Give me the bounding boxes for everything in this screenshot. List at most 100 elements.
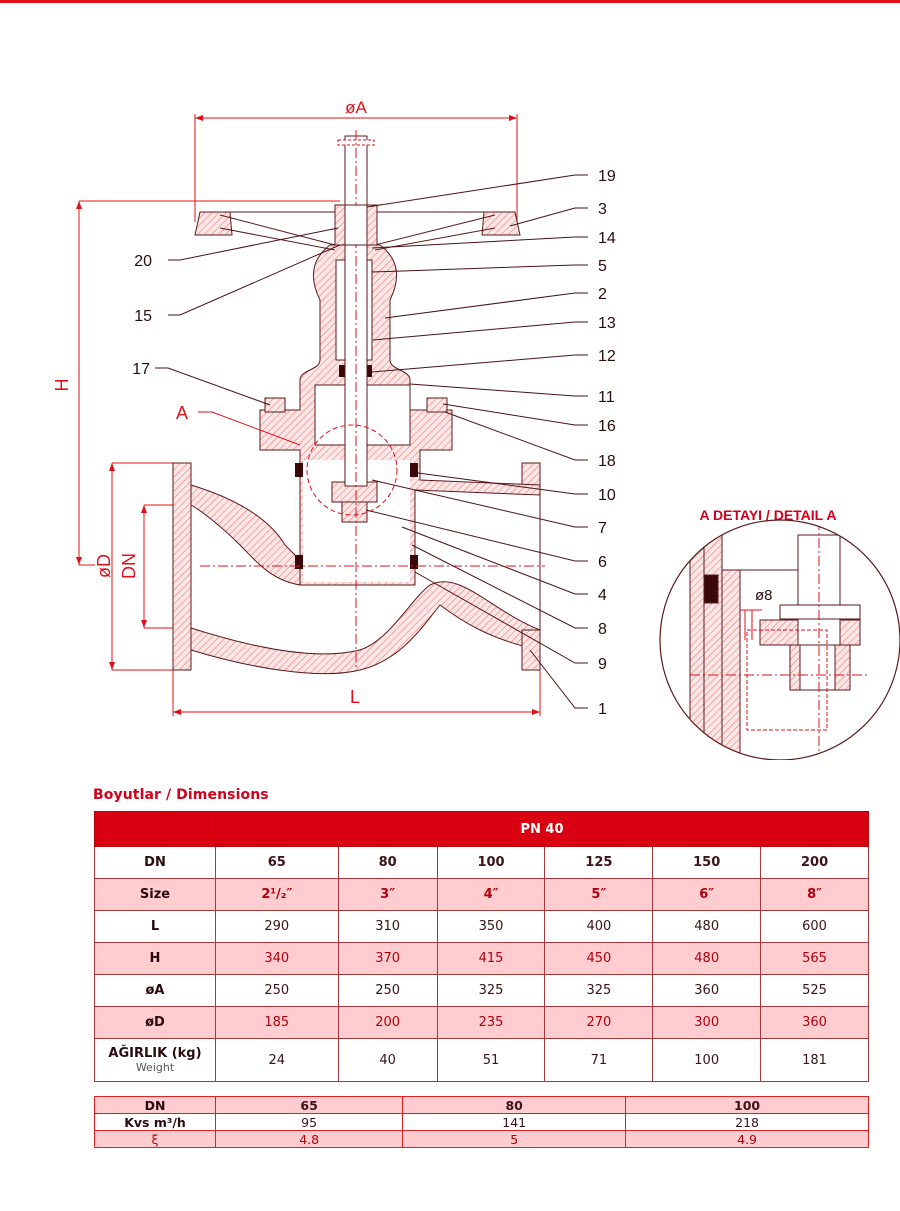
part-number: 3 xyxy=(598,201,607,218)
cell: 270 xyxy=(544,1006,654,1039)
cell: 40 xyxy=(337,1038,438,1082)
detail-callout-circle xyxy=(306,424,398,516)
cell: 80 xyxy=(402,1096,627,1114)
valve-cross-section-drawing: øA H øD DN L xyxy=(52,98,900,760)
part-number: 12 xyxy=(598,348,616,365)
cell: 4.9 xyxy=(625,1130,869,1148)
cell: 290 xyxy=(215,910,339,943)
row-label-weight: AĞIRLIK (kg) Weight xyxy=(94,1038,216,1082)
dim-label-h: H xyxy=(52,379,72,392)
dimensions-table: PN 40 DN 65 80 100 125 150 200 Size 2¹/₂… xyxy=(94,811,869,1082)
part-number: 8 xyxy=(598,621,607,638)
detail-title: A DETAYI / DETAIL A xyxy=(700,507,837,523)
cell: 71 xyxy=(544,1038,654,1082)
cell: 325 xyxy=(544,974,654,1007)
cell: 6″ xyxy=(652,878,762,911)
cell: 565 xyxy=(760,942,869,975)
row-label: Size xyxy=(94,878,216,911)
cell: 80 xyxy=(337,846,438,879)
flow-row-kvs: Kvs m³/h 95 141 218 xyxy=(94,1113,869,1131)
part-number: 13 xyxy=(598,315,616,332)
table-header-row: PN 40 xyxy=(94,811,869,847)
row-label: Kvs m³/h xyxy=(94,1113,216,1131)
part-number: 2 xyxy=(598,286,607,303)
cell: 235 xyxy=(436,1006,546,1039)
part-number: 10 xyxy=(598,487,616,504)
cell: 450 xyxy=(544,942,654,975)
cell: 360 xyxy=(652,974,762,1007)
detail-dim-label: ø8 xyxy=(755,587,773,604)
cell: 181 xyxy=(760,1038,869,1082)
part-numbers-left: 20 15 17 xyxy=(132,253,152,378)
cell: 5 xyxy=(402,1130,627,1148)
cell: 141 xyxy=(402,1113,627,1131)
cell: 250 xyxy=(215,974,339,1007)
dim-h: H xyxy=(52,200,340,566)
cell: 370 xyxy=(337,942,438,975)
part-number: 6 xyxy=(598,554,607,571)
cell: 125 xyxy=(544,846,654,879)
row-label: ξ xyxy=(94,1130,216,1148)
cell: 300 xyxy=(652,1006,762,1039)
row-label: DN xyxy=(94,1096,216,1114)
part-number: 7 xyxy=(598,520,607,537)
cell: 360 xyxy=(760,1006,869,1039)
part-number: 11 xyxy=(598,389,615,406)
detail-a-view xyxy=(660,520,900,760)
cell: 65 xyxy=(215,846,339,879)
cell: 310 xyxy=(337,910,438,943)
cell: 4.8 xyxy=(214,1130,404,1148)
cell: 340 xyxy=(215,942,339,975)
part-numbers-right: 19 3 14 5 2 13 12 11 16 18 10 7 6 4 8 9 … xyxy=(598,168,616,718)
cell: 95 xyxy=(214,1113,404,1131)
cell: 600 xyxy=(760,910,869,943)
row-label: L xyxy=(94,910,216,943)
cell: 100 xyxy=(625,1096,869,1114)
section-title: Boyutlar / Dimensions xyxy=(93,787,269,803)
table-row-weight: AĞIRLIK (kg) Weight 24 40 51 71 100 181 xyxy=(94,1038,869,1082)
cell: 350 xyxy=(436,910,546,943)
cell: 8″ xyxy=(760,878,869,911)
dim-label-dn: DN xyxy=(119,553,139,579)
cell: 150 xyxy=(652,846,762,879)
part-number: 18 xyxy=(598,453,616,470)
part-number: 15 xyxy=(134,308,152,325)
row-label: DN xyxy=(94,846,216,879)
detail-circle xyxy=(659,519,900,760)
cell: 185 xyxy=(215,1006,339,1039)
part-number: 14 xyxy=(598,230,616,247)
pressure-class: PN 40 xyxy=(215,811,869,847)
flow-row-xi: ξ 4.8 5 4.9 xyxy=(94,1130,869,1148)
row-label: H xyxy=(94,942,216,975)
flow-row-dn: DN 65 80 100 xyxy=(94,1096,869,1114)
dim-phi-a: øA xyxy=(194,98,518,222)
dim-label-l: L xyxy=(350,687,360,707)
table-row-h: H 340 370 415 450 480 565 xyxy=(94,942,869,975)
cell: 5″ xyxy=(544,878,654,911)
dim-phi-d-dn: øD DN xyxy=(94,462,175,671)
cell: 415 xyxy=(436,942,546,975)
table-row-phi-a: øA 250 250 325 325 360 525 xyxy=(94,974,869,1007)
table-row-l: L 290 310 350 400 480 600 xyxy=(94,910,869,943)
cell: 100 xyxy=(436,846,546,879)
cell: 325 xyxy=(436,974,546,1007)
row-label: øA xyxy=(94,974,216,1007)
cell: 2¹/₂″ xyxy=(215,878,339,911)
cell: 525 xyxy=(760,974,869,1007)
cell: 3″ xyxy=(337,878,438,911)
cell: 51 xyxy=(436,1038,546,1082)
dim-label-phi-a: øA xyxy=(345,98,367,117)
part-number: 17 xyxy=(132,361,150,378)
cell: 65 xyxy=(214,1096,404,1114)
cell: 24 xyxy=(215,1038,339,1082)
cell: 250 xyxy=(337,974,438,1007)
part-number: 20 xyxy=(134,253,152,270)
header-corner xyxy=(94,811,216,847)
part-number: 4 xyxy=(598,587,607,604)
handwheel xyxy=(194,204,521,251)
cell: 400 xyxy=(544,910,654,943)
table-row-size: Size 2¹/₂″ 3″ 4″ 5″ 6″ 8″ xyxy=(94,878,869,911)
part-number: 9 xyxy=(598,656,607,673)
part-number: 16 xyxy=(598,418,616,435)
part-number: 19 xyxy=(598,168,616,185)
